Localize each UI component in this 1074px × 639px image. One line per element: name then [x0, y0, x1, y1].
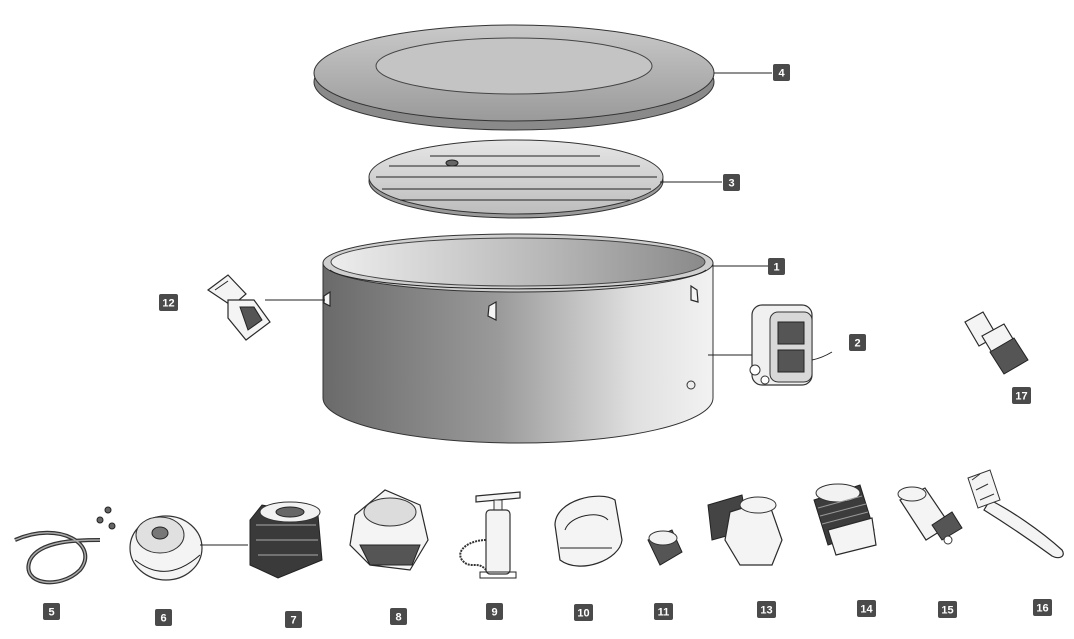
label-7: 7 [285, 611, 302, 628]
label-5: 5 [43, 603, 60, 620]
svg-text:13: 13 [760, 605, 772, 617]
label-1: 1 [768, 258, 785, 275]
part-3-floor-mat [368, 139, 664, 219]
part-1-tub-body [322, 233, 714, 444]
part-14-threaded-valve [813, 483, 877, 556]
part-15-quick-connector [897, 486, 963, 545]
part-6-filter-housing [129, 515, 203, 581]
label-8: 8 [390, 608, 407, 625]
part-16-cleaning-brush [967, 469, 1064, 559]
part-17-hose-adapter [964, 311, 1029, 375]
svg-text:11: 11 [658, 607, 670, 619]
label-14: 14 [857, 600, 876, 617]
part-12-buckle [206, 274, 271, 341]
part-2-pump-unit [749, 304, 833, 386]
part-9-hand-pump [459, 491, 521, 579]
svg-text:7: 7 [290, 615, 296, 627]
svg-text:17: 17 [1015, 391, 1027, 403]
svg-text:2: 2 [854, 338, 860, 350]
label-10: 10 [574, 604, 593, 621]
part-11-small-cap [647, 529, 683, 566]
part-8-valve-cap [349, 489, 429, 571]
label-4: 4 [773, 64, 790, 81]
svg-text:4: 4 [778, 68, 785, 80]
part-10-lock-ring [554, 495, 623, 567]
svg-text:12: 12 [162, 298, 174, 310]
svg-text:3: 3 [728, 178, 734, 190]
label-15: 15 [938, 601, 957, 618]
label-12: 12 [159, 294, 178, 311]
svg-text:10: 10 [577, 608, 589, 620]
svg-text:14: 14 [860, 604, 873, 616]
svg-text:9: 9 [491, 607, 497, 619]
label-9: 9 [486, 603, 503, 620]
label-3: 3 [723, 174, 740, 191]
label-11: 11 [654, 603, 673, 620]
svg-text:6: 6 [160, 613, 166, 625]
svg-text:15: 15 [941, 605, 953, 617]
label-6: 6 [155, 609, 172, 626]
part-4-cover [313, 24, 715, 131]
part-7-filter-cartridge [249, 501, 323, 579]
label-13: 13 [757, 601, 776, 618]
svg-text:16: 16 [1036, 603, 1048, 615]
svg-text:5: 5 [48, 607, 54, 619]
label-2: 2 [849, 334, 866, 351]
label-17: 17 [1012, 387, 1031, 404]
svg-text:8: 8 [395, 612, 401, 624]
part-13-elbow-connector [707, 494, 783, 566]
part-5-hoses-clamps [14, 506, 116, 585]
label-16: 16 [1033, 599, 1052, 616]
svg-text:1: 1 [773, 262, 779, 274]
